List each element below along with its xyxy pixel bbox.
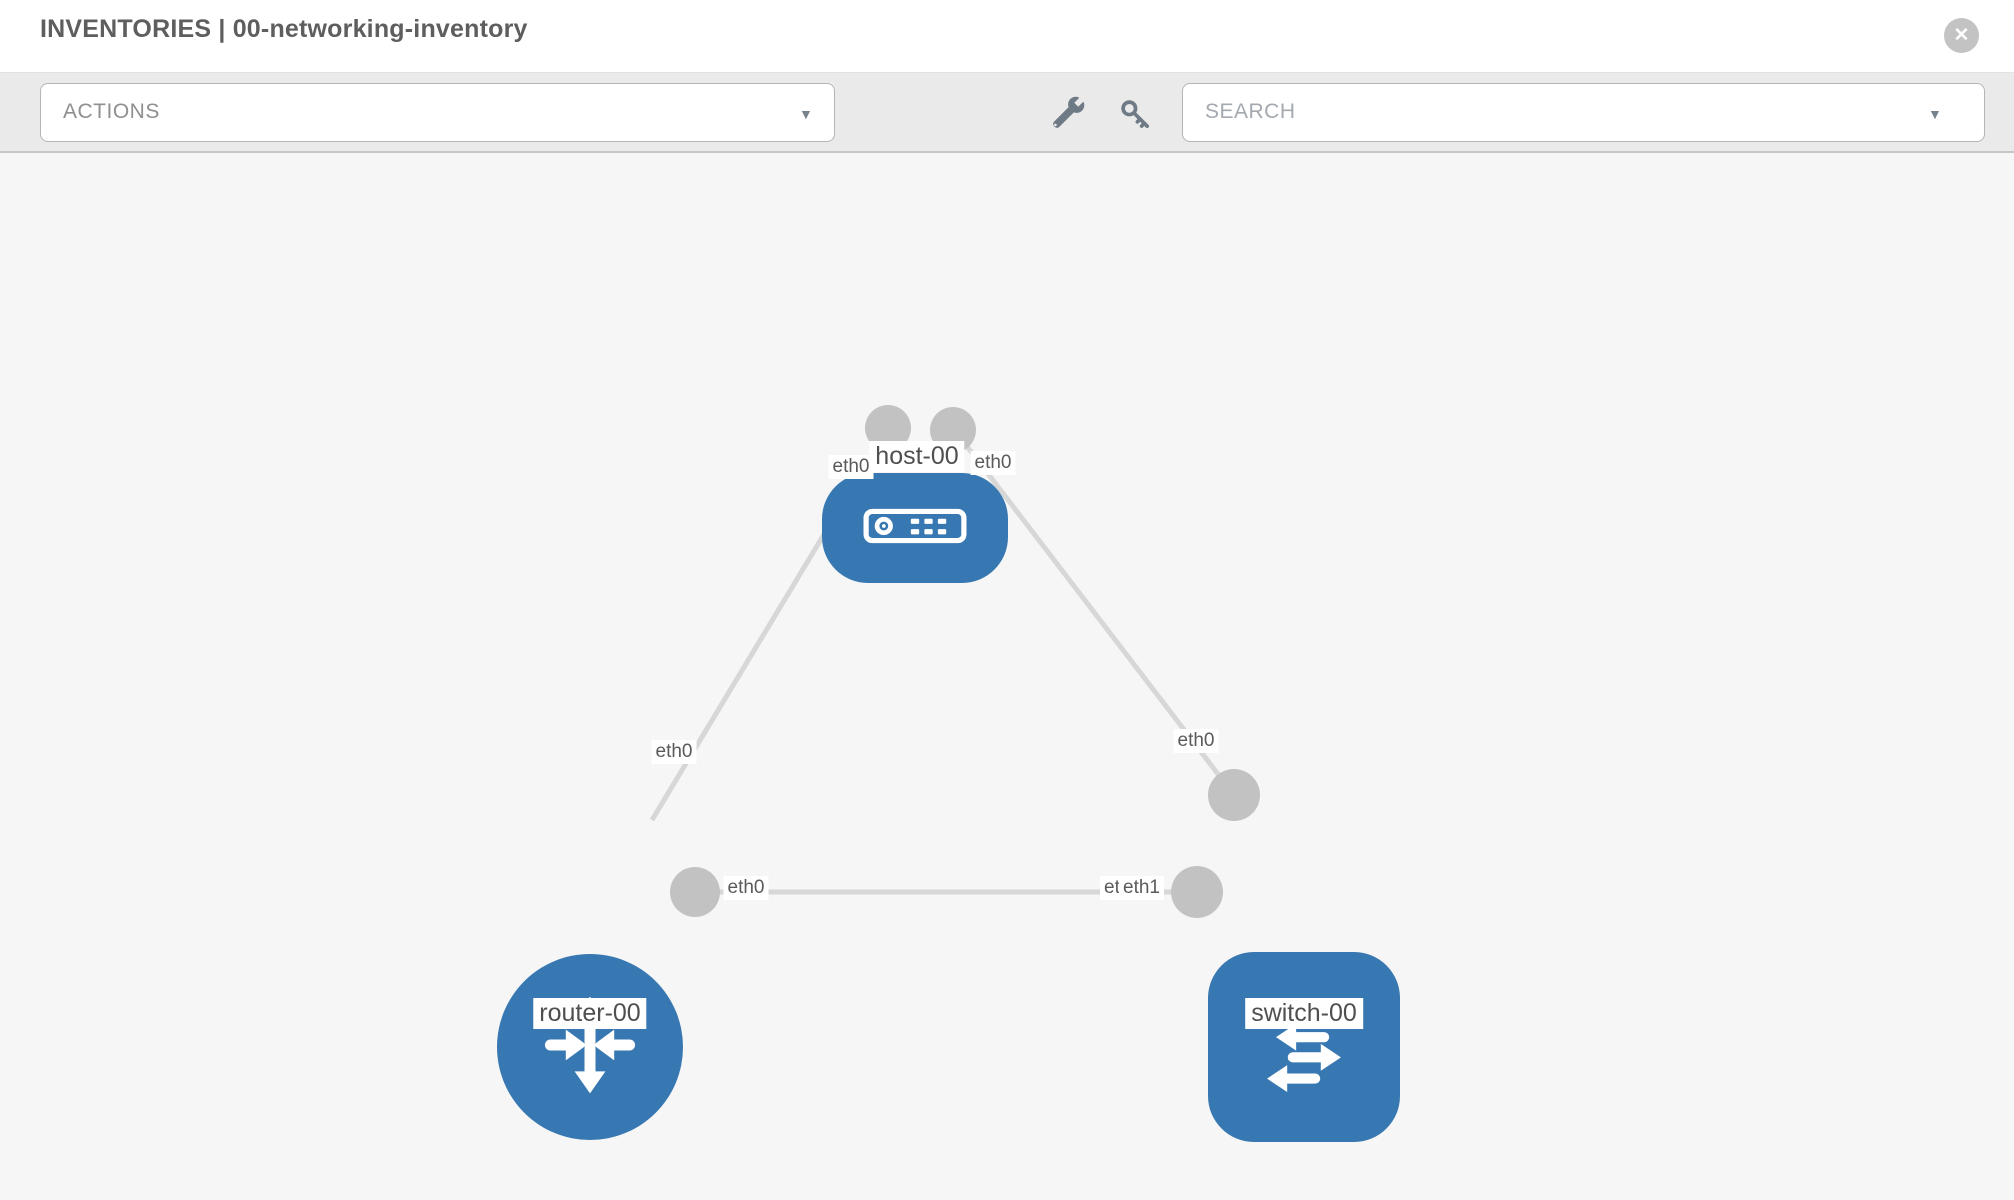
node-label-switch: switch-00 <box>1245 998 1363 1029</box>
chevron-down-icon: ▼ <box>799 106 813 122</box>
close-icon[interactable]: ✕ <box>1944 18 1979 53</box>
node-switch-00[interactable] <box>1208 952 1400 1142</box>
node-label-router: router-00 <box>533 998 647 1029</box>
iface-label-host-right: eth0 <box>970 451 1016 475</box>
links-layer <box>649 405 1260 918</box>
key-icon[interactable] <box>1118 97 1152 136</box>
connector-switch-left[interactable] <box>1171 866 1223 918</box>
header: INVENTORIES | 00-networking-inventory ✕ <box>0 0 2014 73</box>
iface-label-switch-left: eth1 <box>1119 876 1164 900</box>
node-host-00[interactable] <box>822 473 1008 583</box>
host-icon <box>863 508 967 549</box>
chevron-down-icon: ▼ <box>1928 106 1942 122</box>
iface-label-switch-top: eth0 <box>1173 729 1219 753</box>
toolbar: ACTIONS ▼ SEARCH ▼ <box>0 73 2014 153</box>
iface-label-host-left: eth0 <box>828 455 874 479</box>
connector-host-left[interactable] <box>865 405 911 451</box>
search-dropdown[interactable]: SEARCH ▼ <box>1182 83 1985 142</box>
connector-router-right[interactable] <box>670 867 720 917</box>
search-input[interactable]: SEARCH <box>1205 100 1296 123</box>
router-icon <box>535 990 645 1105</box>
actions-dropdown[interactable]: ACTIONS ▼ <box>40 83 835 142</box>
actions-dropdown-label: ACTIONS <box>63 100 160 123</box>
wrench-icon[interactable] <box>1050 95 1086 136</box>
iface-label-router-right: eth0 <box>723 876 769 900</box>
topology-canvas[interactable]: eth0 eth0 eth0 eth0 eth0 eth0 eth1 host-… <box>0 155 2014 1200</box>
iface-label-router-top: eth0 <box>651 740 697 764</box>
page-title: INVENTORIES | 00-networking-inventory <box>40 15 528 43</box>
node-label-host: host-00 <box>869 441 965 472</box>
connector-switch-top[interactable] <box>1208 769 1260 821</box>
node-router-00[interactable] <box>497 954 683 1140</box>
